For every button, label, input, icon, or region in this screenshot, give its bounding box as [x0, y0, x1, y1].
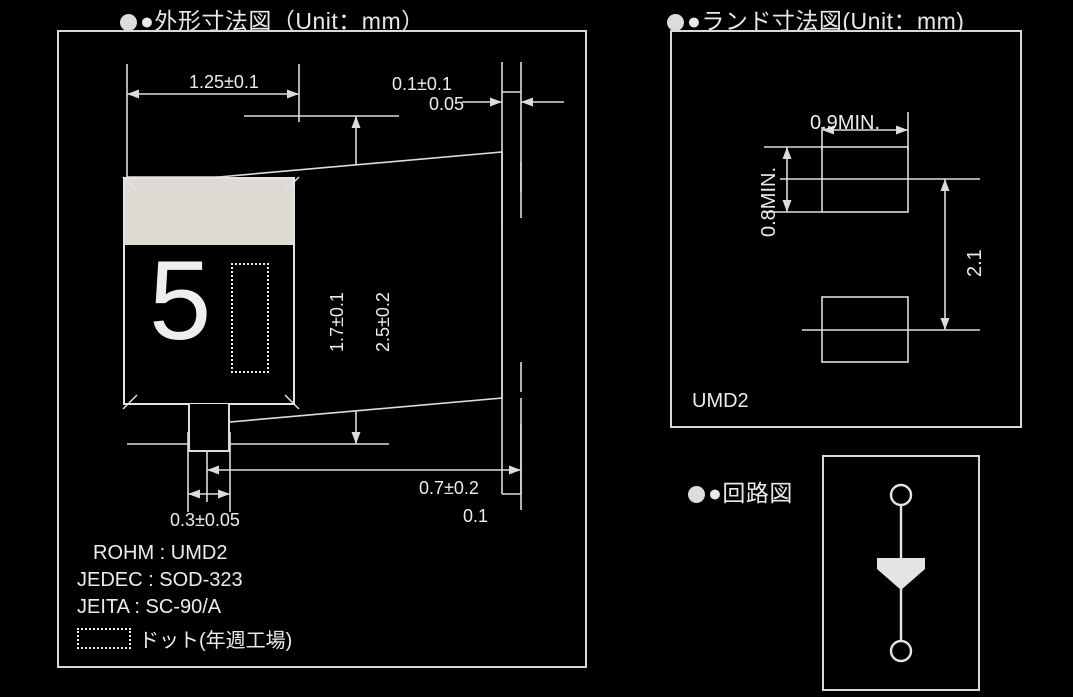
legend-block: ROHM : UMD2 JEDEC : SOD-323 JEITA : SC-9…: [77, 540, 292, 653]
dim-overall-height: 2.5±0.2: [373, 292, 393, 352]
cathode-band: [125, 179, 293, 245]
land-panel: 0.9MIN. 0.8MIN. 2.1 UMD2: [670, 30, 1022, 428]
land-title-text: ●ランド寸法図(Unit：mm): [687, 8, 965, 34]
lead-tab-top-view: [188, 404, 230, 452]
dim-lead-thickness: 0.1: [463, 506, 489, 526]
legend-jeita: JEITA : SC-90/A: [77, 596, 222, 618]
circuit-diagram: [877, 483, 925, 663]
dim-width: 1.25±0.1: [189, 72, 259, 92]
bullet-dot-icon-3: [688, 486, 705, 503]
dim-standoff: 0.05: [429, 94, 465, 114]
bullet-dot-icon: [120, 14, 137, 31]
dim-lead-width: 0.3±0.05: [170, 510, 240, 530]
outline-panel: 5 1.25±0.1 1.7±0.1 2.5±0.2 0.3±0.05 0.1±…: [57, 30, 587, 668]
dim-pitch: 2.1: [964, 249, 986, 277]
diode-symbol: [877, 558, 925, 590]
dot-marking-area: [231, 263, 269, 373]
package-body-top-view: 5: [123, 177, 295, 405]
outline-title-text: ●外形寸法図（Unit：mm）: [140, 8, 425, 34]
bullet-dot-icon-2: [667, 14, 684, 31]
cathode-terminal: [889, 639, 913, 663]
circuit-title-text: ●回路図: [708, 480, 793, 506]
legend-rohm: ROHM : UMD2: [93, 542, 228, 564]
legend-dot-row: ドット(年週工場): [77, 624, 292, 653]
part-marking-5: 5: [149, 238, 212, 363]
dim-body-height: 1.7±0.1: [327, 292, 347, 352]
legend-jedec: JEDEC : SOD-323: [77, 569, 243, 591]
circuit-section-title: ●回路図: [688, 474, 793, 508]
land-drawing: [764, 112, 980, 363]
dot-swatch-icon: [77, 628, 131, 649]
land-package-name: UMD2: [692, 390, 749, 412]
dim-depth: 0.7±0.2: [419, 478, 479, 498]
dim-pad-width: 0.9MIN.: [810, 112, 881, 134]
dim-side-top: 0.1±0.1: [392, 74, 452, 94]
outline-section-title: ●外形寸法図（Unit：mm）: [120, 2, 425, 36]
circuit-panel: [822, 455, 980, 691]
legend-dot-label: ドット(年週工場): [139, 630, 293, 652]
anode-terminal: [889, 483, 913, 507]
body-bevel-corners: [122, 176, 300, 410]
dim-pad-height: 0.8MIN.: [758, 166, 780, 237]
land-section-title: ●ランド寸法図(Unit：mm): [667, 2, 964, 36]
